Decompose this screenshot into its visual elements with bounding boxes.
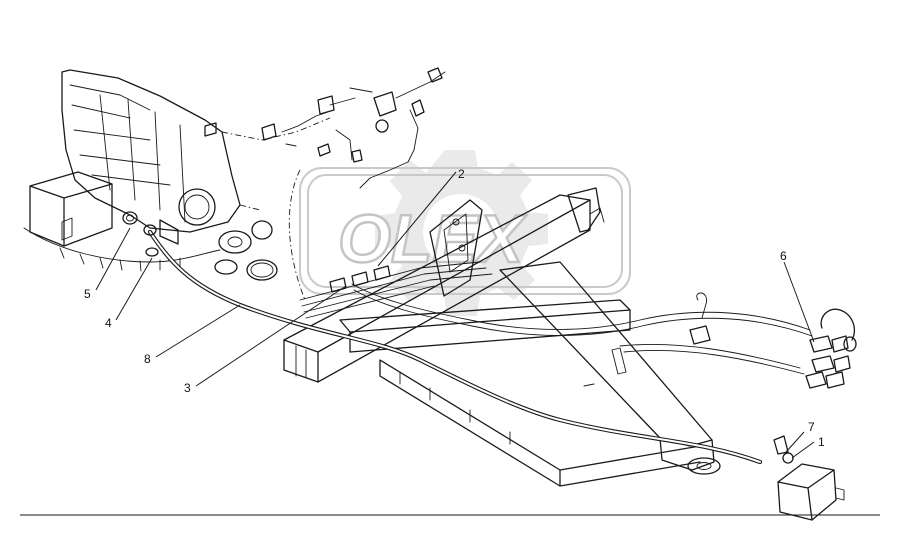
callout-7: 7 <box>808 420 815 434</box>
machine-body <box>23 69 331 301</box>
callout-leaders <box>20 171 880 516</box>
valve-block <box>204 67 446 189</box>
trailer-frame <box>283 187 721 487</box>
callout-6: 6 <box>780 249 787 263</box>
frame-hydraulic-lines <box>299 261 493 319</box>
callout-1: 1 <box>818 435 825 449</box>
callout-4: 4 <box>105 316 112 330</box>
hose-3 <box>351 283 813 337</box>
olex-watermark: OLEX <box>299 150 631 316</box>
hose-6 <box>619 344 805 375</box>
callout-2: 2 <box>458 167 465 181</box>
callout-labels: 1 2 3 4 5 6 7 8 <box>84 167 825 449</box>
watermark-text: OLEX <box>338 201 527 277</box>
fittings-4-5 <box>122 211 159 257</box>
callout-3: 3 <box>184 381 191 395</box>
quick-couplings <box>583 292 857 389</box>
callout-8: 8 <box>144 352 151 366</box>
clamp-parts <box>214 220 278 281</box>
callout-5: 5 <box>84 287 91 301</box>
hose-8 <box>147 229 763 465</box>
component-1-valve <box>773 435 845 521</box>
